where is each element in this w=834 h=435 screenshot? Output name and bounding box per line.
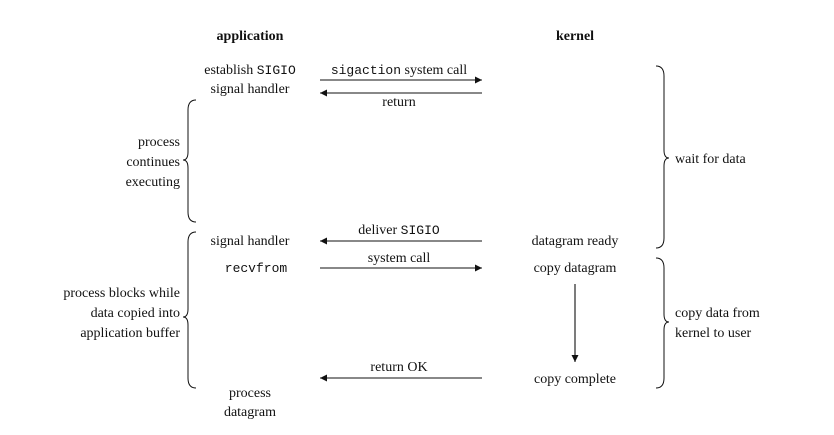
datagram-ready-label: datagram ready <box>532 234 619 249</box>
copy-data-brace <box>655 257 670 389</box>
recvfrom-label: recvfrom <box>225 261 288 276</box>
process-continues-brace <box>182 99 197 223</box>
copy-datagram-label: copy datagram <box>534 261 617 276</box>
process-continues-line2: continues <box>126 155 180 170</box>
sigaction-system-call-label: sigaction system call <box>331 63 467 78</box>
process-blocks-brace <box>182 231 197 389</box>
deliver-sigio-label: deliver SIGIO <box>358 223 440 238</box>
process-datagram-line1: process <box>229 386 271 401</box>
establish-sigio-label: establish SIGIO <box>204 63 296 78</box>
wait-for-data-label: wait for data <box>675 152 747 167</box>
process-continues-line3: executing <box>126 175 180 190</box>
process-blocks-line1: process blocks while <box>63 286 180 301</box>
system-call-label: system call <box>368 251 431 266</box>
signal-handler-label: signal handler <box>211 234 290 249</box>
wait-for-data-brace <box>655 65 670 249</box>
establish-signal-handler-label: signal handler <box>211 82 290 97</box>
application-header: application <box>217 29 284 44</box>
process-blocks-line2: data copied into <box>91 306 180 321</box>
copy-complete-label: copy complete <box>534 372 616 387</box>
copy-data-line1: copy data from <box>675 306 760 321</box>
return-ok-label: return OK <box>370 360 427 375</box>
kernel-header: kernel <box>556 29 594 44</box>
process-continues-line1: process <box>138 135 180 150</box>
process-blocks-line3: application buffer <box>80 326 180 341</box>
return-label: return <box>382 95 415 110</box>
process-datagram-line2: datagram <box>224 405 276 420</box>
copy-data-line2: kernel to user <box>675 326 752 341</box>
